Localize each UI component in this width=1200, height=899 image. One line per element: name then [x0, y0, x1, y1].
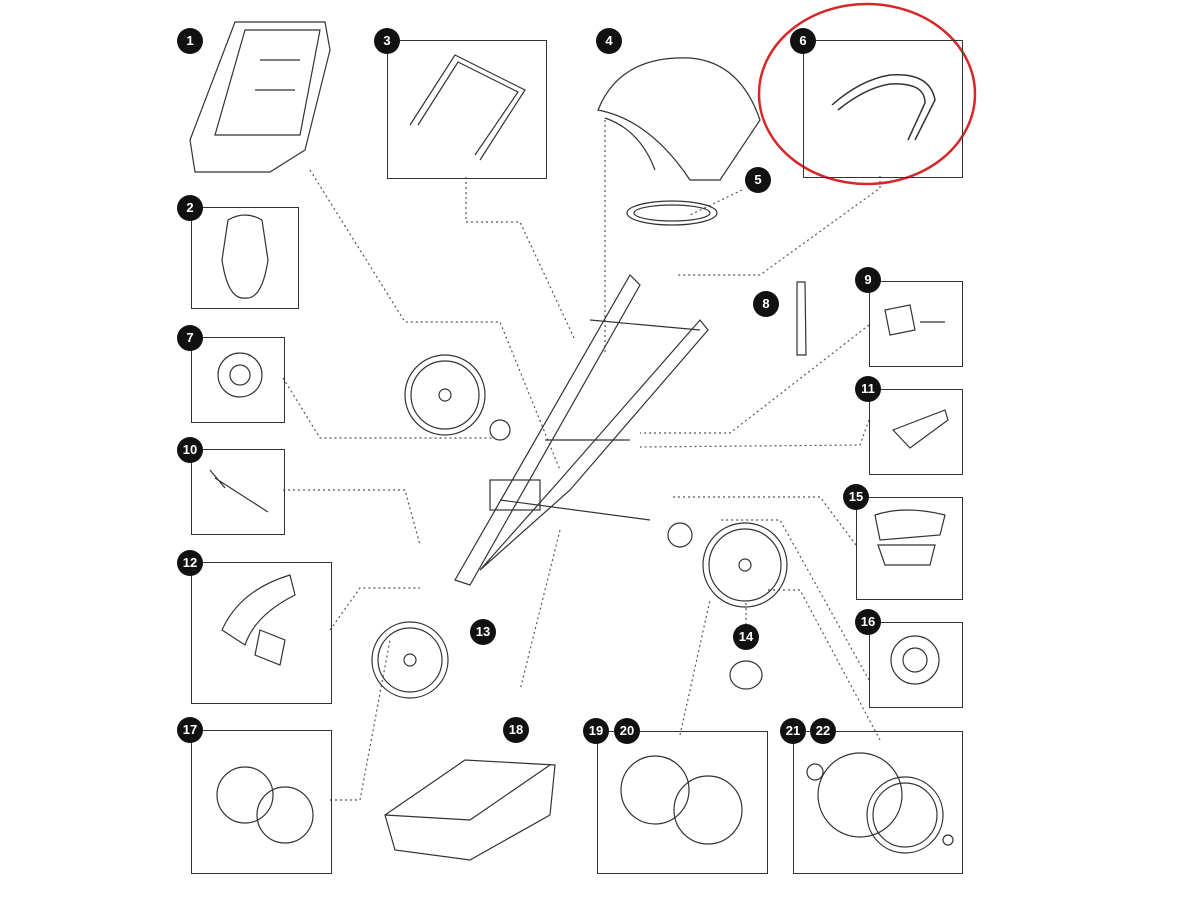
part-number-18: 18 — [503, 717, 529, 743]
part-box-9 — [869, 281, 963, 367]
part-number-7: 7 — [177, 325, 203, 351]
part-number-6: 6 — [790, 28, 816, 54]
part-number-9: 9 — [855, 267, 881, 293]
part-number-3: 3 — [374, 28, 400, 54]
bracket-drawing — [891, 409, 949, 449]
part-number-4: 4 — [596, 28, 622, 54]
hub-cap-drawing — [729, 660, 763, 690]
part-number-21: 21 — [780, 718, 806, 744]
part-box-12 — [191, 562, 332, 704]
part-number-16: 16 — [855, 609, 881, 635]
part-box-10 — [191, 449, 285, 535]
part-number-19: 19 — [583, 718, 609, 744]
fender-drawing — [221, 574, 296, 666]
infant-seat-drawing — [189, 21, 331, 173]
part-number-15: 15 — [843, 484, 869, 510]
part-number-10: 10 — [177, 437, 203, 463]
seat-frame-drawing — [409, 54, 526, 161]
wheel-drawings — [371, 354, 788, 699]
cable-drawing — [626, 200, 718, 226]
part-number-5: 5 — [745, 167, 771, 193]
basket-drawing — [384, 759, 556, 861]
part-box-15 — [856, 497, 963, 600]
part-box-17 — [191, 730, 332, 874]
part-number-12: 12 — [177, 550, 203, 576]
front-tire-drawing — [216, 766, 274, 824]
part-number-20: 20 — [614, 718, 640, 744]
hub-drawing — [217, 352, 263, 398]
part-number-11: 11 — [855, 376, 881, 402]
part-box-19-20 — [597, 731, 768, 874]
rear-wheel-drawing — [817, 752, 903, 838]
canopy-drawing — [597, 57, 761, 181]
rear-tire-drawing — [620, 755, 690, 825]
part-number-13: 13 — [470, 619, 496, 645]
leader-lines — [282, 120, 881, 801]
strap-drawing — [796, 281, 807, 356]
wheel-nut-drawing — [806, 763, 824, 781]
part-number-17: 17 — [177, 717, 203, 743]
part-number-22: 22 — [810, 718, 836, 744]
clip-drawing — [884, 304, 945, 336]
part-number-1: 1 — [177, 28, 203, 54]
part-box-16 — [869, 622, 963, 708]
axle-drawing — [209, 469, 269, 513]
part-box-11 — [869, 389, 963, 475]
highlight-ring — [757, 2, 977, 186]
handlebar-drawing — [831, 73, 936, 141]
part-number-14: 14 — [733, 624, 759, 650]
part-number-2: 2 — [177, 195, 203, 221]
brake-drum-drawing — [890, 635, 940, 685]
seat-pad-drawing — [221, 214, 269, 299]
part-box-7 — [191, 337, 285, 423]
part-box-3 — [387, 40, 547, 179]
stroller-frame-drawing — [454, 274, 709, 586]
part-box-6 — [803, 40, 963, 178]
part-number-8: 8 — [753, 291, 779, 317]
foot-brake-drawing — [874, 509, 946, 566]
part-box-2 — [191, 207, 299, 309]
part-box-21-22 — [793, 731, 963, 874]
